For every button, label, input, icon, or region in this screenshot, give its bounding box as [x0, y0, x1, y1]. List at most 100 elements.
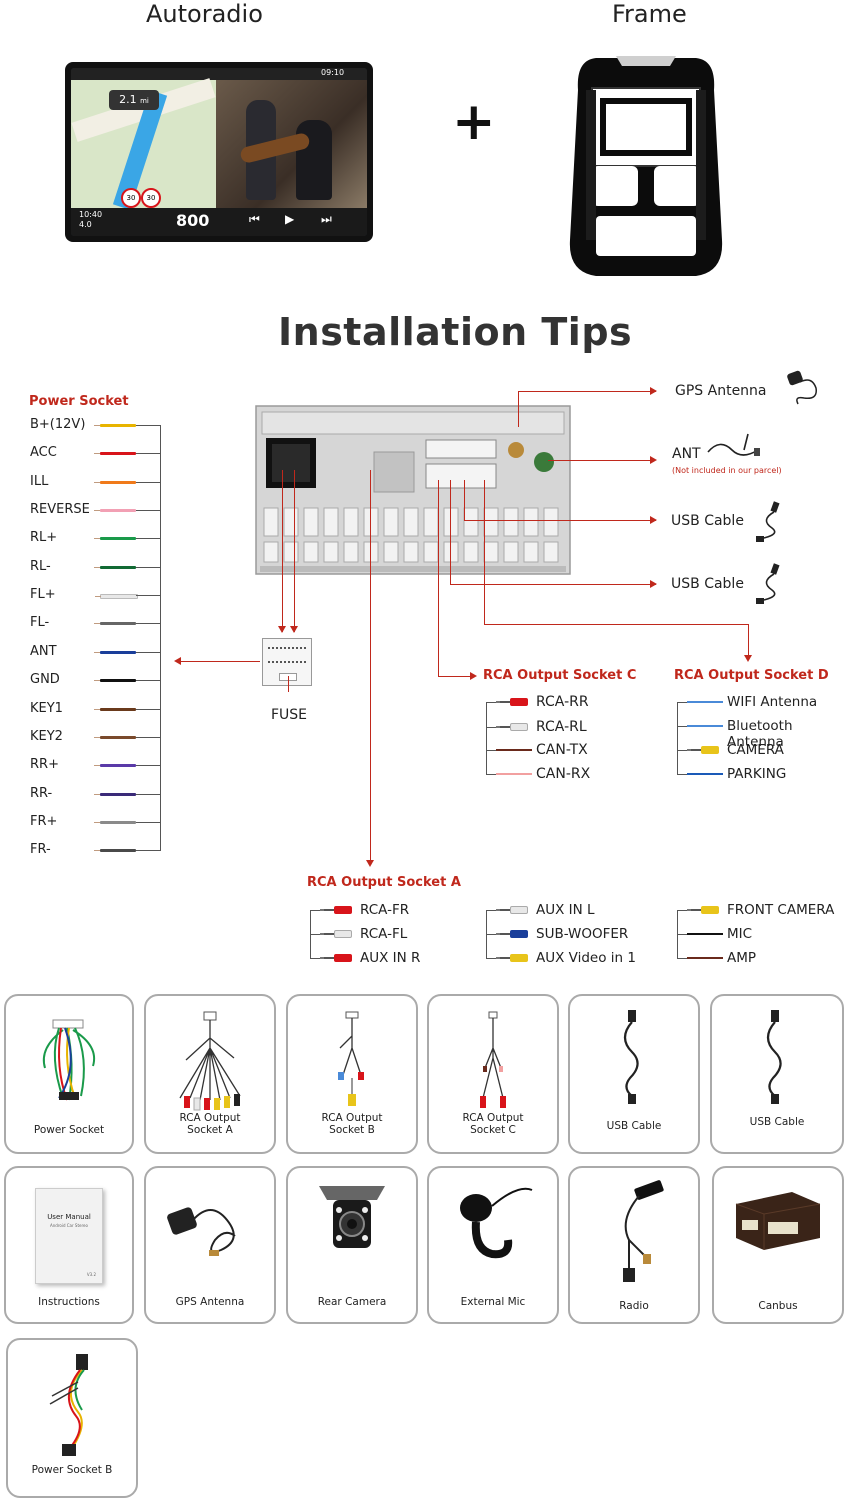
- bracket-tick: [677, 774, 687, 775]
- power-wire-label: ILL: [30, 473, 49, 489]
- accessory-label: RCA Output Socket A: [179, 1112, 241, 1136]
- power-wire-label: REVERSE: [30, 502, 90, 518]
- rca-a-label: AUX Video in 1: [536, 950, 636, 966]
- rca-a-plug: [320, 954, 356, 962]
- power-wire-lead: [136, 595, 160, 597]
- accessory-card: USB Cable: [568, 994, 700, 1154]
- gps-antenna-icon: [782, 366, 826, 410]
- clock-text: 09:10: [321, 68, 345, 77]
- accessory-label: GPS Antenna: [175, 1296, 245, 1308]
- map-panel: 2.1 mi 30 30: [71, 78, 216, 210]
- bracket-tick: [486, 702, 496, 703]
- power-wire: [94, 764, 136, 768]
- accessory-card: Radio: [568, 1166, 700, 1324]
- gps-distance-badge: 2.1 mi: [109, 90, 159, 110]
- power-wire-label: RL-: [30, 558, 51, 574]
- power-wire-label: B+(12V): [30, 417, 86, 432]
- rca-c-label: CAN-TX: [536, 742, 588, 758]
- bracket-tick: [677, 910, 687, 911]
- bracket-tick: [486, 750, 496, 751]
- power-wire-lead: [136, 510, 160, 512]
- accessory-card: RCA Output Socket C: [427, 994, 559, 1154]
- rca-c-label: RCA-RL: [536, 719, 587, 735]
- bracket-tick: [677, 750, 687, 751]
- power-wire-label: RR+: [30, 757, 59, 773]
- autoradio-screen: 09:10 2.1 mi 30 30 10:40 4.0 800 ⏮ ▶ ⏭: [71, 68, 367, 236]
- power-connector-line: [180, 661, 260, 662]
- accessory-image: [570, 1008, 698, 1112]
- rca-c-label: RCA-RR: [536, 694, 589, 710]
- bracket-tick: [486, 774, 496, 775]
- rca-c-wire: [496, 773, 532, 775]
- accessory-image: [146, 1180, 274, 1274]
- rca-a-title: RCA Output Socket A: [307, 875, 461, 890]
- gps-antenna-label: GPS Antenna: [675, 383, 767, 399]
- accessory-card: RCA Output Socket A: [144, 994, 276, 1154]
- ant-connector-line: [548, 460, 654, 461]
- power-wire: [94, 452, 136, 456]
- bracket-tick: [310, 910, 320, 911]
- accessory-card: Rear Camera: [286, 1166, 418, 1324]
- section-title: Installation Tips: [278, 310, 633, 354]
- rca-a-label: RCA-FR: [360, 902, 410, 918]
- rca-a-label: FRONT CAMERA: [727, 902, 835, 918]
- power-bracket-line: [160, 425, 161, 851]
- rca-a-plug: [496, 954, 532, 962]
- power-wire: [94, 480, 136, 484]
- rca-c-wire: [496, 749, 532, 751]
- play-icon[interactable]: ▶: [285, 212, 295, 226]
- power-wire-lead: [136, 850, 160, 852]
- power-wire-lead: [136, 481, 160, 483]
- frame-heading: Frame: [612, 0, 687, 28]
- power-wire: [94, 707, 136, 711]
- power-wire: [94, 622, 136, 626]
- bracket-tick: [310, 934, 320, 935]
- power-wire-lead: [136, 793, 160, 795]
- bottom-bar: 10:40 4.0 800 ⏮ ▶ ⏭: [71, 208, 367, 236]
- dist-left: 4.0: [79, 220, 92, 229]
- rca-a-label: SUB-WOOFER: [536, 926, 629, 942]
- accessory-card: RCA Output Socket B: [286, 994, 418, 1154]
- fuse-label: FUSE: [271, 707, 308, 723]
- accessory-label: External Mic: [460, 1296, 526, 1308]
- time-left: 10:40: [79, 210, 103, 219]
- accessory-image: [288, 1180, 416, 1274]
- usb-cable-label-2: USB Cable: [671, 576, 744, 592]
- accessory-label: Radio: [619, 1300, 649, 1312]
- rca-a-label: AUX IN R: [360, 950, 421, 966]
- bracket-tick: [677, 702, 687, 703]
- rca-d-label: PARKING: [727, 766, 787, 782]
- rca-c-plug: [496, 723, 532, 731]
- rca-d-wire: [687, 773, 723, 775]
- power-wire-label: KEY2: [30, 728, 63, 744]
- ant-cable-icon: [706, 430, 762, 470]
- power-wire: [94, 424, 136, 427]
- rca-d-label: CAMERA: [727, 742, 784, 758]
- rca-c-plug: [496, 698, 532, 706]
- next-icon[interactable]: ⏭: [321, 212, 332, 226]
- bracket-tick: [486, 958, 496, 959]
- rca-d-label: WIFI Antenna: [727, 694, 818, 710]
- rca-d-wire: [687, 725, 723, 727]
- frame-image: [566, 50, 726, 282]
- power-wire-label: RL+: [30, 530, 58, 546]
- accessory-label: Power Socket: [33, 1124, 105, 1136]
- accessory-image: [712, 1008, 842, 1112]
- previous-icon[interactable]: ⏮: [249, 212, 260, 226]
- ant-note: (Not included in our parcel): [672, 466, 782, 475]
- accessory-image: [6, 1008, 132, 1112]
- power-wire-lead: [136, 708, 160, 710]
- bracket-tick: [677, 934, 687, 935]
- power-wire: [94, 537, 136, 541]
- power-wire-lead: [136, 680, 160, 682]
- power-wire-lead: [136, 765, 160, 767]
- accessory-label: Canbus: [758, 1300, 798, 1312]
- autoradio-device: 09:10 2.1 mi 30 30 10:40 4.0 800 ⏮ ▶ ⏭: [65, 62, 373, 242]
- accessory-label: Power Socket B: [31, 1464, 113, 1476]
- accessory-image: [288, 1008, 416, 1112]
- power-wire-label: FL+: [30, 587, 56, 603]
- power-wire-label: GND: [30, 672, 60, 688]
- socket-a-connector-line: [370, 470, 371, 864]
